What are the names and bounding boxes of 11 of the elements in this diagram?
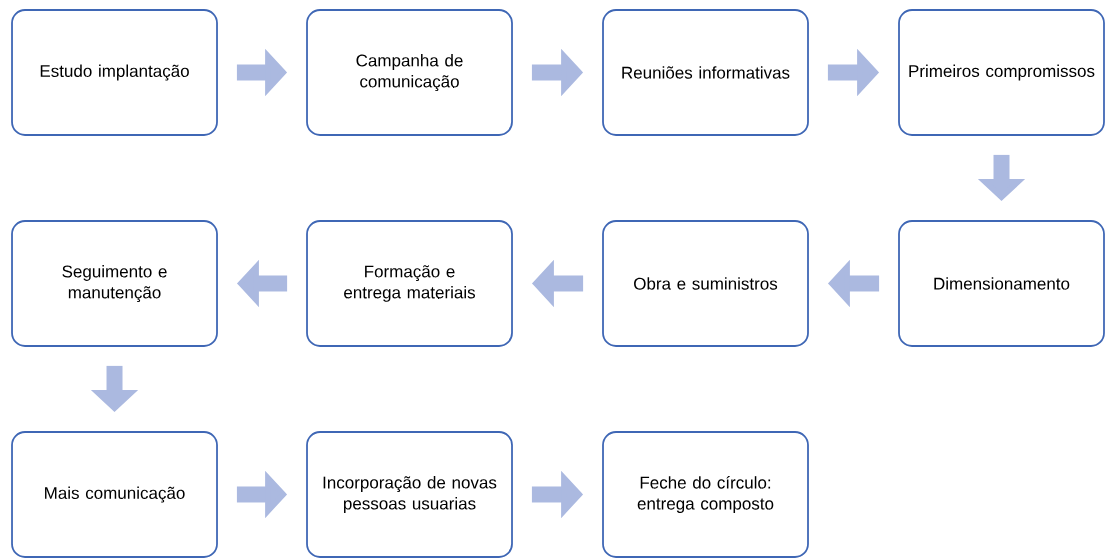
process-box: Obra e suministros xyxy=(602,220,809,347)
process-box: Seguimento e manutenção xyxy=(11,220,218,347)
process-box: Dimensionamento xyxy=(898,220,1105,347)
process-box: Formação e entrega materiais xyxy=(306,220,513,347)
process-box: Campanha de comunicação xyxy=(306,9,513,136)
process-box: Reuniões informativas xyxy=(602,9,809,136)
process-box: Primeiros compromissos xyxy=(898,9,1105,136)
process-box: Feche do círculo: entrega composto xyxy=(602,431,809,558)
process-box: Incorporação de novas pessoas usuarias xyxy=(306,431,513,558)
process-box: Estudo implantação xyxy=(11,9,218,136)
process-box: Mais comunicação xyxy=(11,431,218,558)
